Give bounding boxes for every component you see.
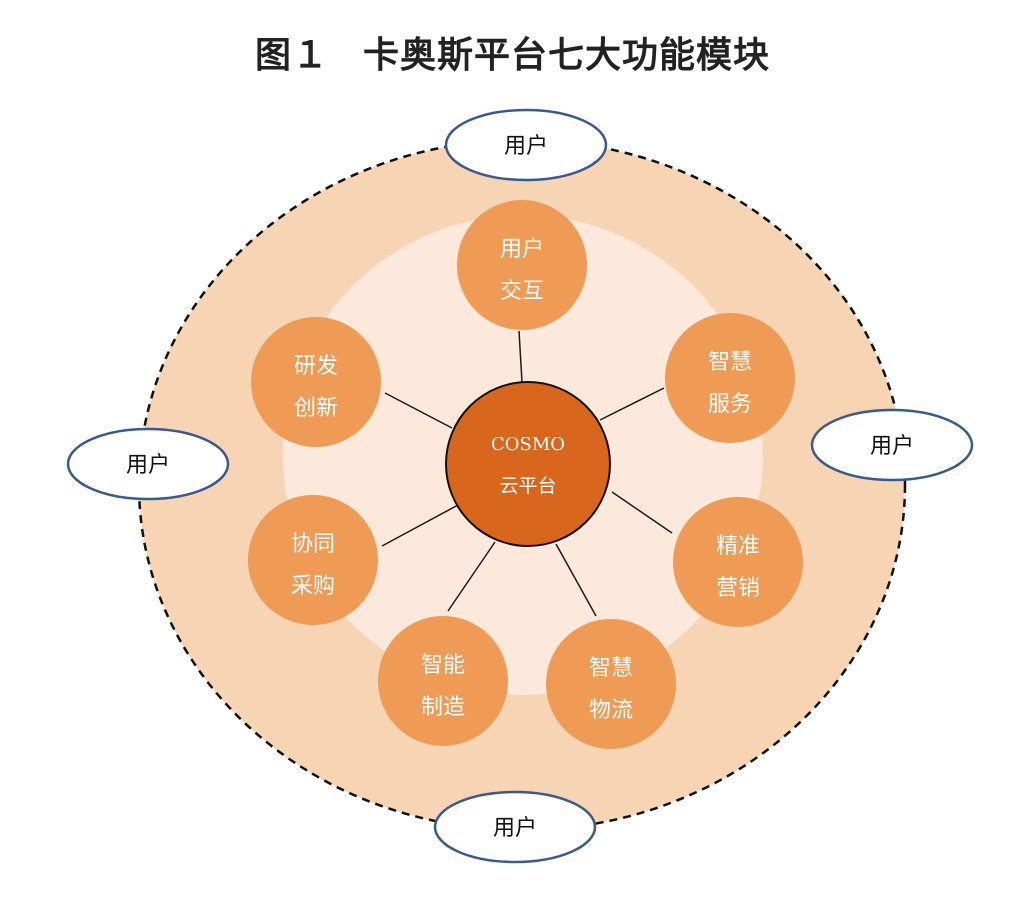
user-node-top: 用户 xyxy=(444,108,608,182)
module-rd-innovation: 研发 创新 xyxy=(251,317,381,447)
user-label: 用户 xyxy=(870,434,914,459)
connector-line xyxy=(447,541,496,612)
figure-title: 图１ 卡奥斯平台七大功能模块 xyxy=(0,26,1025,78)
module-label-line1: 研发 xyxy=(294,354,338,379)
connector-line xyxy=(518,330,523,383)
module-smart-manufacturing: 智能 制造 xyxy=(378,616,508,746)
user-ellipse xyxy=(444,108,608,182)
center-circle xyxy=(445,381,611,547)
module-smart-service: 智慧 服务 xyxy=(665,313,795,443)
module-smart-logistics: 智慧 物流 xyxy=(546,619,676,749)
user-node-right: 用户 xyxy=(810,408,974,482)
user-label: 用户 xyxy=(126,453,170,478)
user-ellipse xyxy=(433,790,597,864)
connector-line xyxy=(599,387,665,421)
module-label-line2: 物流 xyxy=(589,698,633,723)
module-label-line2: 采购 xyxy=(291,574,335,599)
module-label-line2: 创新 xyxy=(294,396,338,421)
user-label: 用户 xyxy=(504,134,548,159)
module-user-interaction: 用户 交互 xyxy=(457,200,587,330)
user-ellipse xyxy=(66,427,230,501)
figure-number: 图１ xyxy=(254,35,329,76)
module-circle xyxy=(248,495,378,625)
module-label-line1: 精准 xyxy=(716,534,760,559)
module-label-line2: 服务 xyxy=(708,392,752,417)
user-node-left: 用户 xyxy=(66,427,230,501)
connectors xyxy=(381,330,673,617)
module-circle xyxy=(665,313,795,443)
module-circle xyxy=(378,616,508,746)
user-node-bottom: 用户 xyxy=(433,790,597,864)
module-label-line1: 智慧 xyxy=(589,656,633,681)
center-label-line2: 云平台 xyxy=(499,475,556,497)
connector-line xyxy=(611,491,673,534)
module-label-line1: 智能 xyxy=(421,653,465,678)
module-circle xyxy=(546,619,676,749)
module-label-line1: 智慧 xyxy=(708,350,752,375)
module-collaborative-procurement: 协同 采购 xyxy=(248,495,378,625)
module-precision-marketing: 精准 营销 xyxy=(673,497,803,627)
center-label-line1: COSMO xyxy=(491,434,565,455)
connector-line xyxy=(381,504,459,547)
module-circle xyxy=(673,497,803,627)
module-circle xyxy=(457,200,587,330)
module-label-line1: 协同 xyxy=(291,532,335,557)
module-circle xyxy=(251,317,381,447)
module-label-line1: 用户 xyxy=(500,237,544,262)
center-hub: COSMO 云平台 xyxy=(445,381,611,547)
user-ellipse xyxy=(810,408,974,482)
connector-line xyxy=(384,392,453,429)
module-label-line2: 制造 xyxy=(421,695,465,720)
connector-line xyxy=(555,543,597,617)
user-label: 用户 xyxy=(493,816,537,841)
module-label-line2: 交互 xyxy=(500,279,544,304)
figure-title-text: 卡奥斯平台七大功能模块 xyxy=(363,35,771,76)
module-label-line2: 营销 xyxy=(716,576,760,601)
